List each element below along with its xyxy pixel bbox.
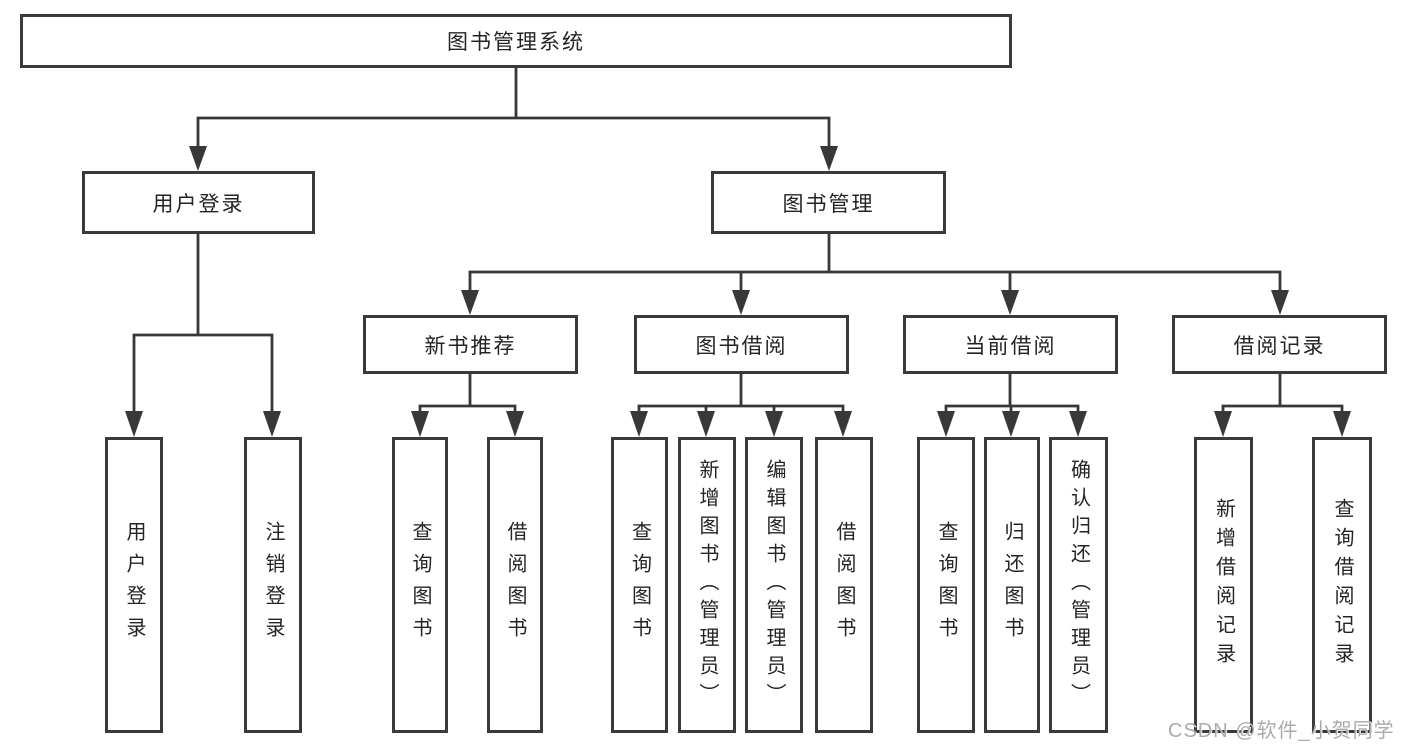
leaf-user-login-label: 用户登录	[123, 521, 145, 649]
node-borrowing-records: 借阅记录	[1172, 315, 1387, 374]
leaf-query-books-current: 查询图书	[917, 437, 975, 733]
node-root-label: 图书管理系统	[447, 31, 585, 54]
node-book-borrowing: 图书借阅	[634, 315, 849, 374]
node-book-management-label: 图书管理	[782, 192, 875, 216]
node-book-management: 图书管理	[711, 171, 946, 234]
leaf-borrow-books-borrowing: 借阅图书	[815, 437, 873, 733]
leaf-return-books: 归还图书	[984, 437, 1040, 733]
leaf-query-books-recommend-label: 查询图书	[409, 521, 431, 649]
leaf-query-books-borrowing: 查询图书	[611, 437, 668, 733]
node-user-login-label: 用户登录	[152, 192, 245, 216]
leaf-add-books-admin: 新增图书（管理员）	[678, 437, 736, 733]
leaf-return-books-label: 归还图书	[1001, 521, 1023, 649]
leaf-add-borrow-record-label: 新增借阅记录	[1212, 498, 1235, 672]
node-root: 图书管理系统	[20, 14, 1012, 68]
leaf-borrow-books-recommend: 借阅图书	[487, 437, 543, 733]
leaf-borrow-books-recommend-label: 借阅图书	[504, 521, 526, 649]
leaf-logout-label: 注销登录	[262, 521, 284, 649]
leaf-query-books-recommend: 查询图书	[392, 437, 448, 733]
node-current-borrowing: 当前借阅	[903, 315, 1118, 374]
node-user-login: 用户登录	[82, 171, 315, 234]
leaf-confirm-return-admin-label: 确认归还（管理员）	[1067, 459, 1090, 711]
leaf-query-books-borrowing-label: 查询图书	[628, 521, 651, 649]
leaf-borrow-books-borrowing-label: 借阅图书	[833, 521, 855, 649]
leaf-edit-books-admin: 编辑图书（管理员）	[745, 437, 803, 733]
leaf-query-books-current-label: 查询图书	[935, 521, 957, 649]
leaf-user-login: 用户登录	[105, 437, 163, 733]
node-new-book-recommend: 新书推荐	[363, 315, 578, 374]
node-book-borrowing-label: 图书借阅	[695, 334, 788, 358]
node-borrowing-records-label: 借阅记录	[1233, 334, 1326, 358]
csdn-watermark: CSDN @软件_小贺同学	[1168, 720, 1395, 742]
leaf-edit-books-admin-label: 编辑图书（管理员）	[763, 459, 785, 711]
leaf-add-books-admin-label: 新增图书（管理员）	[696, 459, 718, 711]
leaf-add-borrow-record: 新增借阅记录	[1194, 437, 1253, 733]
leaf-query-borrow-record: 查询借阅记录	[1312, 437, 1372, 733]
leaf-confirm-return-admin: 确认归还（管理员）	[1049, 437, 1108, 733]
arrowheads	[125, 146, 1351, 437]
node-new-book-recommend-label: 新书推荐	[424, 334, 517, 358]
leaf-logout: 注销登录	[244, 437, 302, 733]
node-current-borrowing-label: 当前借阅	[964, 334, 1057, 358]
leaf-query-borrow-record-label: 查询借阅记录	[1331, 498, 1353, 672]
